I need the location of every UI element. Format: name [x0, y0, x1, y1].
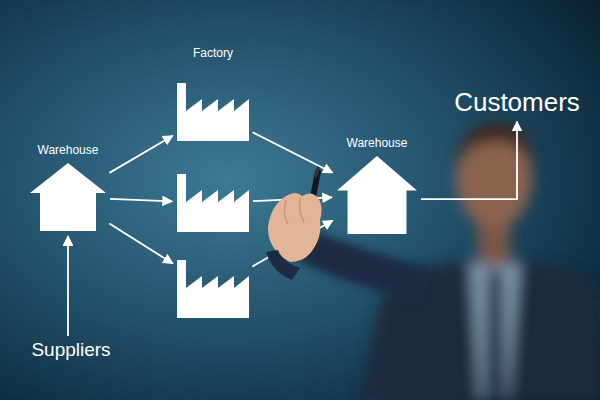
warehouse-node: Warehouse: [337, 137, 417, 234]
node-label: Factory: [177, 47, 249, 60]
flow-arrow: [253, 132, 333, 172]
node-label: Warehouse: [337, 137, 417, 150]
icon-shape: [177, 260, 249, 318]
icon-shape: [337, 156, 417, 234]
factory-node: Factory: [177, 47, 249, 141]
flow-arrow: [109, 136, 172, 173]
icon-shape: [177, 83, 249, 141]
warehouse-icon: [30, 163, 106, 231]
flow-arrow: [252, 221, 332, 267]
flow-arrow: [109, 223, 172, 263]
warehouse-icon: [337, 156, 417, 234]
factory-icon: [177, 260, 249, 318]
node-label: Warehouse: [30, 144, 106, 157]
flow-arrow: [110, 199, 172, 201]
flow-arrow: [421, 122, 517, 200]
flow-arrow: [67, 236, 69, 336]
warehouse-node: Warehouse: [30, 144, 106, 231]
factory-icon: [177, 83, 249, 141]
node-label: Suppliers: [31, 340, 110, 361]
node-label: Customers: [454, 88, 580, 117]
icon-shape: [177, 174, 249, 232]
blurred-arm: [285, 225, 430, 300]
icon-shape: [30, 163, 106, 231]
flow-arrow: [253, 197, 332, 201]
factory-icon: [177, 174, 249, 232]
factory-node: [177, 174, 249, 232]
hand: [266, 168, 322, 280]
customers-node: Customers: [454, 88, 580, 117]
factory-node: [177, 260, 249, 318]
suppliers-node: Suppliers: [31, 340, 110, 361]
